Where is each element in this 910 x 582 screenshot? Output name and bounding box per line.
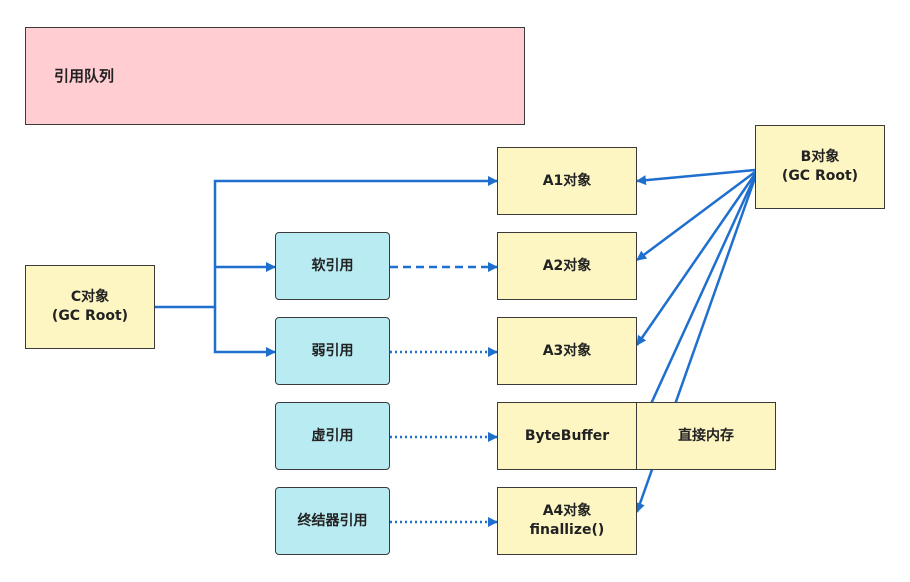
node-phantom-reference: 虚引用 bbox=[275, 402, 390, 470]
edge-c-trunk bbox=[155, 176, 498, 309]
node-final-reference: 终结器引用 bbox=[275, 487, 390, 555]
node-soft-reference: 软引用 bbox=[275, 232, 390, 300]
node-c-object: C对象 (GC Root) bbox=[25, 265, 155, 349]
node-a1: A1对象 bbox=[497, 147, 637, 215]
a3-label: A3对象 bbox=[542, 342, 592, 359]
b-object-label: B对象 (GC Root) bbox=[781, 149, 859, 184]
phantom-reference-label: 虚引用 bbox=[311, 427, 354, 444]
c-object-label: C对象 (GC Root) bbox=[51, 289, 129, 324]
edge-b-bytebuffer bbox=[638, 175, 757, 429]
node-a4: A4对象 finallize() bbox=[497, 487, 637, 555]
node-weak-reference: 弱引用 bbox=[275, 317, 390, 385]
reference-queue-label: 引用队列 bbox=[54, 66, 115, 85]
direct-memory-label: 直接内存 bbox=[678, 427, 734, 444]
a1-label: A1对象 bbox=[542, 172, 592, 189]
edge-b-a1 bbox=[636, 168, 756, 186]
edge-b-a3 bbox=[635, 173, 757, 346]
a2-label: A2对象 bbox=[542, 257, 592, 274]
node-bytebuffer: ByteBuffer bbox=[497, 402, 637, 470]
bytebuffer-label: ByteBuffer bbox=[524, 427, 610, 444]
reference-queue: 引用队列 bbox=[25, 27, 525, 125]
node-a3: A3对象 bbox=[497, 317, 637, 385]
edge-c-weak bbox=[213, 307, 276, 357]
node-a2: A2对象 bbox=[497, 232, 637, 300]
node-direct-memory: 直接内存 bbox=[636, 402, 776, 470]
a4-label: A4对象 finallize() bbox=[529, 503, 605, 538]
soft-reference-label: 软引用 bbox=[311, 257, 354, 274]
final-reference-label: 终结器引用 bbox=[297, 512, 368, 529]
node-b-object: B对象 (GC Root) bbox=[755, 125, 885, 209]
edge-b-a2 bbox=[636, 170, 756, 262]
weak-reference-label: 弱引用 bbox=[311, 342, 354, 359]
